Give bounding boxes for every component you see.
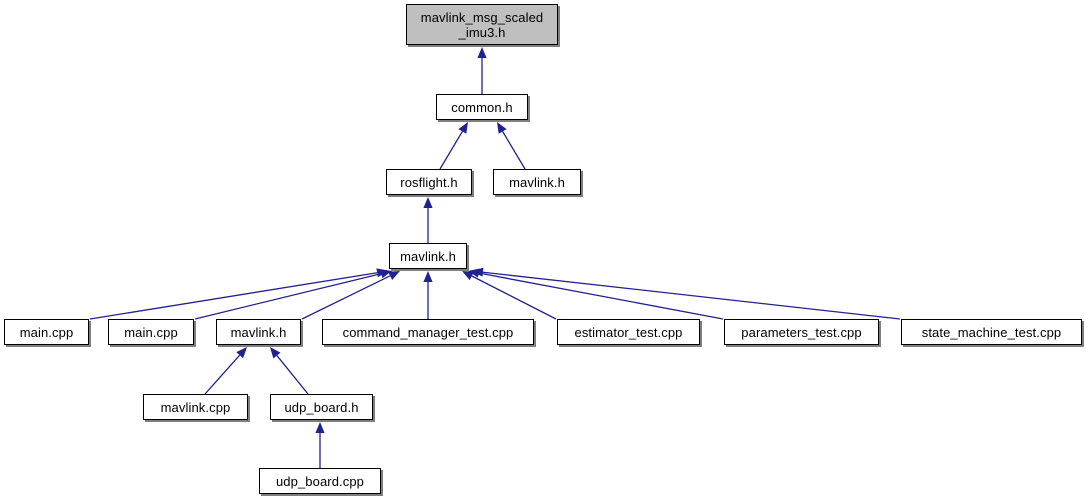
graph-edge-arrowhead (462, 271, 474, 281)
graph-edge-arrowhead (458, 122, 468, 134)
graph-node[interactable]: estimator_test.cpp (557, 319, 700, 345)
graph-edge (89, 272, 378, 320)
graph-node[interactable]: parameters_test.cpp (724, 319, 879, 345)
graph-edge (478, 272, 724, 320)
graph-edge-arrowhead (380, 269, 392, 279)
graph-edge (194, 272, 382, 320)
graph-edge-arrowhead (472, 267, 484, 277)
graph-node[interactable]: udp_board.cpp (259, 468, 381, 494)
graph-node[interactable]: mavlink.h (216, 319, 301, 345)
graph-edge-arrowhead (270, 347, 281, 359)
graph-node[interactable]: main.cpp (108, 319, 194, 345)
graph-edge-arrowhead (497, 122, 507, 134)
graph-edge (439, 131, 463, 170)
graph-node[interactable]: main.cpp (4, 319, 89, 345)
graph-node[interactable]: mavlink.cpp (143, 394, 248, 420)
graph-edge (301, 275, 391, 320)
graph-edge-arrowhead (236, 347, 247, 359)
graph-edge-arrowhead (477, 47, 487, 58)
graph-node[interactable]: state_machine_test.cpp (901, 319, 1082, 345)
graph-edge-arrowhead (315, 422, 325, 433)
graph-node[interactable]: rosflight.h (386, 169, 472, 195)
graph-node[interactable]: mavlink.h (493, 169, 581, 195)
graph-node[interactable]: udp_board.h (270, 394, 373, 420)
graph-node[interactable]: common.h (436, 94, 528, 120)
graph-edge-arrowhead (423, 197, 433, 208)
graph-edge-arrowhead (388, 271, 400, 280)
graph-edge (276, 355, 309, 395)
graph-node-root[interactable]: mavlink_msg_scaled _imu3.h (406, 4, 558, 45)
graph-node[interactable]: command_manager_test.cpp (322, 319, 534, 345)
graph-edge-arrowhead (423, 271, 433, 282)
graph-edge (502, 131, 526, 170)
graph-edge (471, 275, 557, 320)
graph-edge (204, 354, 241, 395)
graph-edge (482, 271, 901, 320)
graph-node[interactable]: mavlink.h (389, 243, 467, 269)
